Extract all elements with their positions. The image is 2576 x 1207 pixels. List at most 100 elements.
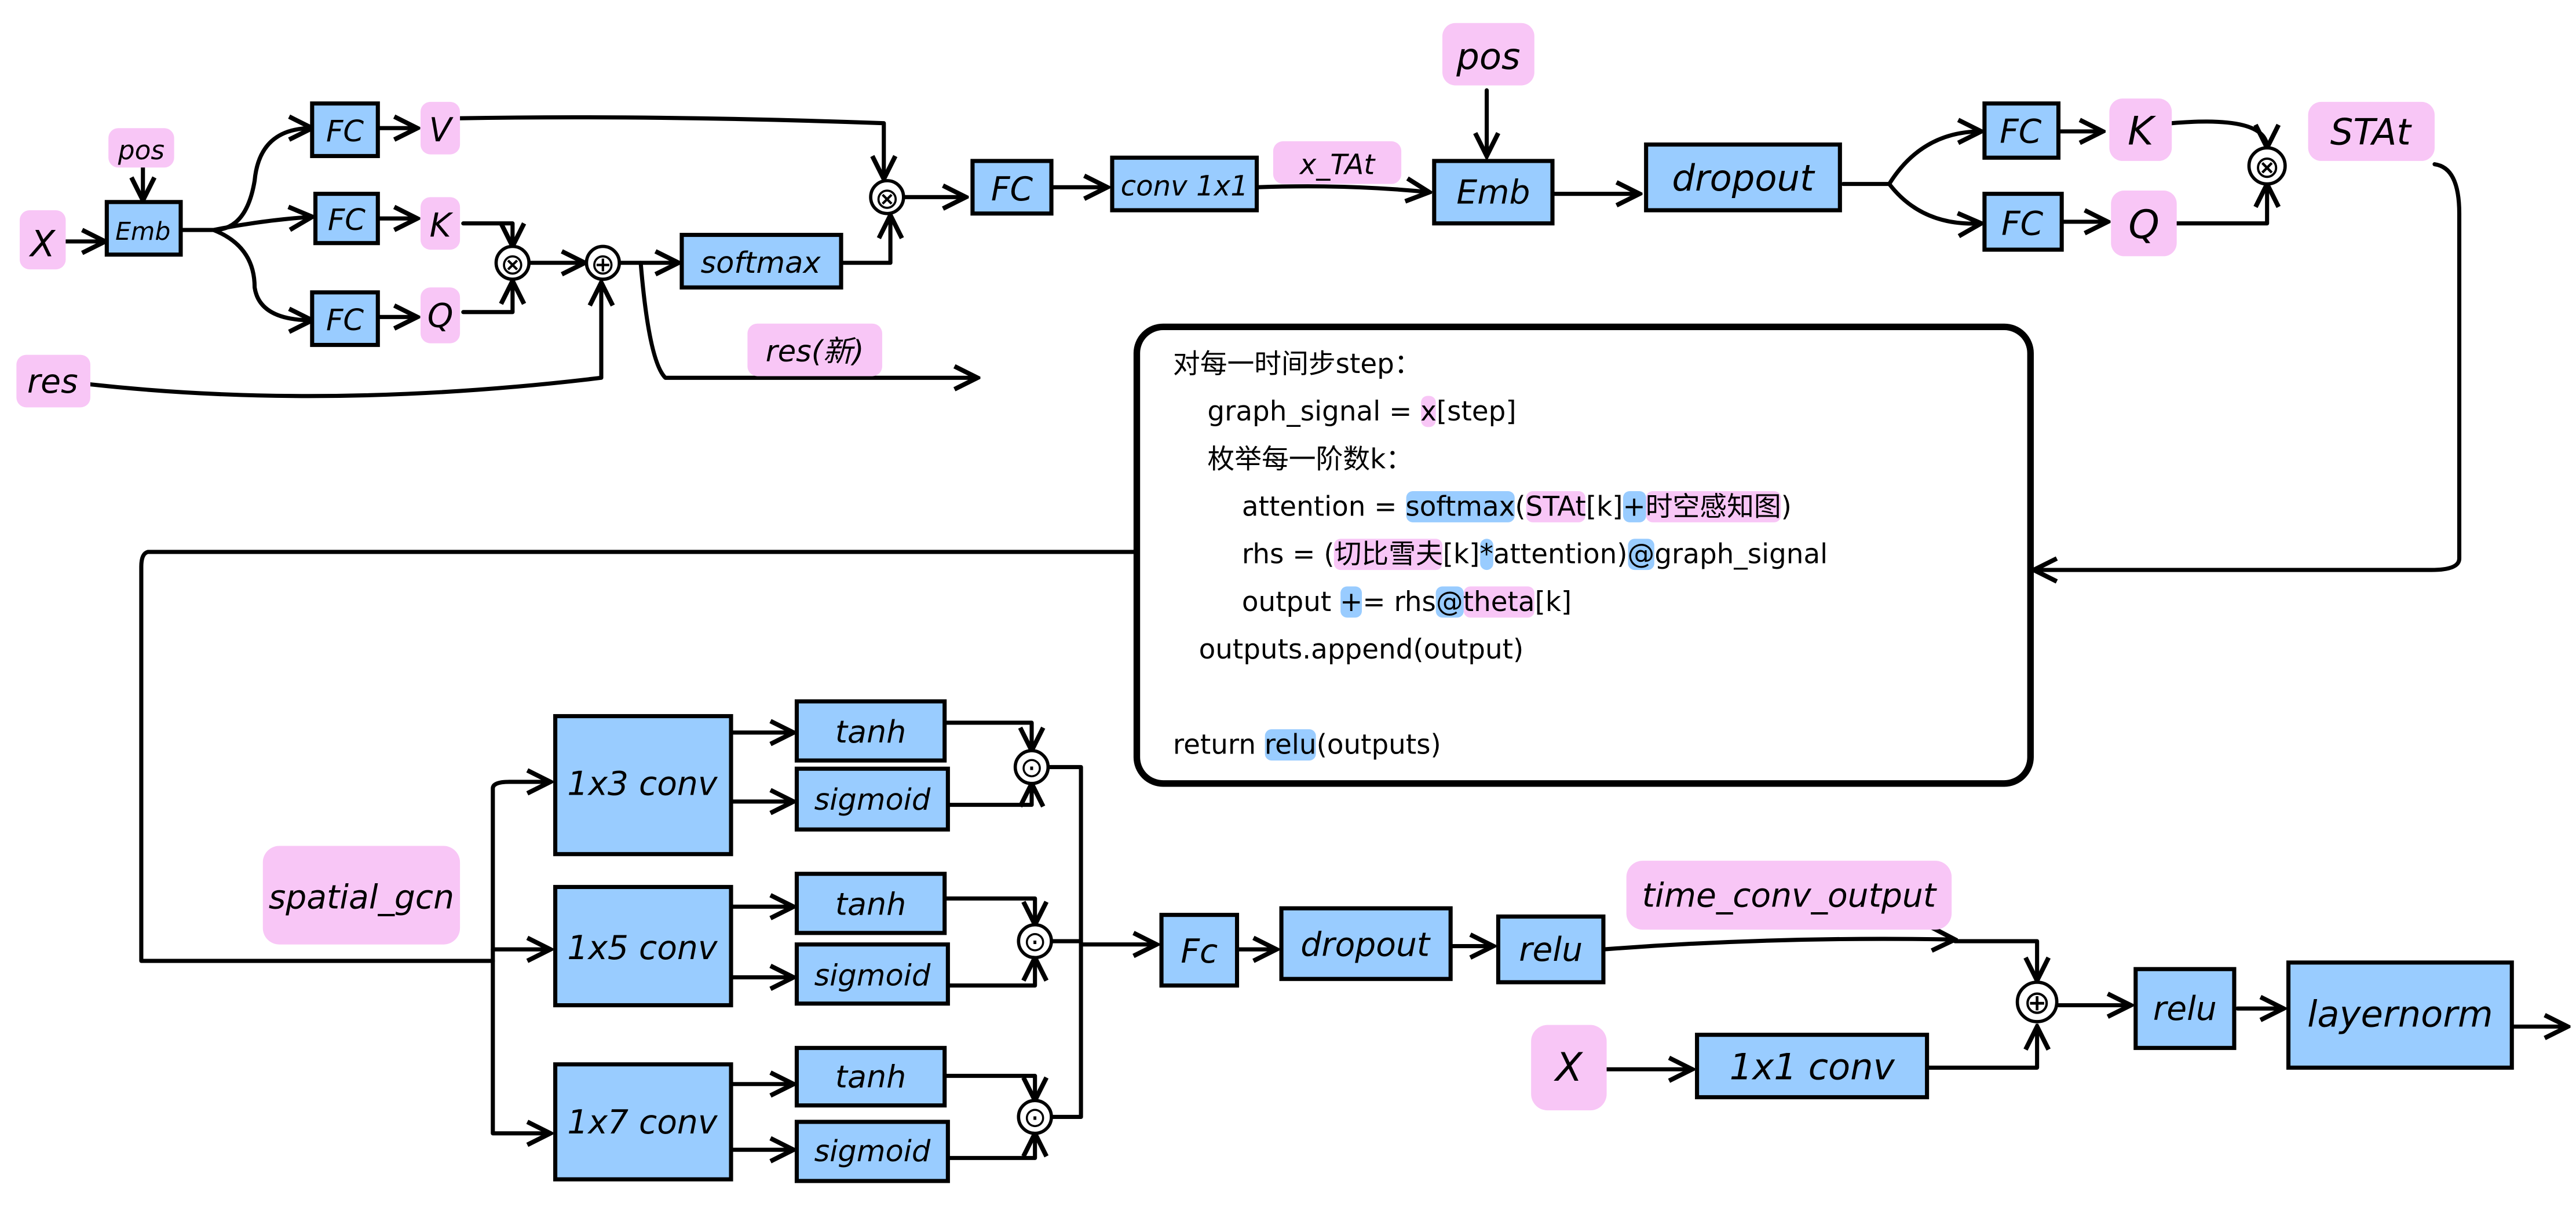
code-line-5: rhs = (切比雪夫[k]*attention)@graph_signal xyxy=(1173,531,2027,578)
conv-1x3-box: 1x3 conv xyxy=(553,714,733,857)
code-text: ( xyxy=(1515,491,1526,522)
svg-text:pos: pos xyxy=(118,135,165,166)
tanh-box-2: tanh xyxy=(794,872,947,935)
code-line-3: 枚举每一阶数k： xyxy=(1173,436,2027,483)
svg-text:K: K xyxy=(2128,109,2157,155)
code-text: output xyxy=(1241,586,1340,618)
add-op-1: ⊕ xyxy=(584,244,622,282)
code-highlight: theta xyxy=(1463,586,1535,618)
svg-text:sigmoid: sigmoid xyxy=(814,1135,931,1169)
code-highlight: x xyxy=(1420,396,1437,427)
svg-text:tanh: tanh xyxy=(835,886,906,923)
add-op-bottom: ⊕ xyxy=(2015,981,2059,1023)
svg-text:relu: relu xyxy=(2153,990,2217,1028)
svg-text:⊗: ⊗ xyxy=(2254,148,2280,185)
pseudocode-box: 对每一时间步step： graph_signal = x[step] 枚举每一阶… xyxy=(1133,323,2034,787)
svg-text:FC: FC xyxy=(326,303,364,338)
k-label-2: K xyxy=(2109,98,2172,161)
top-pipeline: X pos Emb FC FC FC V K Q ⊗ ⊕ softmax ⊗ r… xyxy=(16,23,2435,408)
svg-text:Emb: Emb xyxy=(115,218,170,246)
svg-text:1x3 conv: 1x3 conv xyxy=(567,765,718,803)
code-text: attention = xyxy=(1241,491,1406,522)
code-highlight: @ xyxy=(1435,586,1463,618)
code-text: [k] xyxy=(1534,586,1572,618)
svg-text:FC: FC xyxy=(326,115,364,149)
tanh-box-1: tanh xyxy=(794,699,947,763)
fc-v-box: FC xyxy=(310,101,380,158)
x-input-label: X xyxy=(20,210,66,270)
pos-label: pos xyxy=(108,128,174,168)
svg-text:time_conv_output: time_conv_output xyxy=(1642,876,1937,915)
svg-text:V: V xyxy=(429,111,454,149)
code-highlight: 切比雪夫 xyxy=(1334,539,1443,570)
pos-label-2: pos xyxy=(1442,23,1534,86)
q-label: Q xyxy=(421,287,461,343)
conv1x1-box: conv 1x1 xyxy=(1110,155,1259,213)
code-text: [k] xyxy=(1585,491,1623,522)
code-line-7: outputs.append(output) xyxy=(1173,626,2027,674)
sigmoid-box-3: sigmoid xyxy=(794,1120,950,1183)
svg-text:X: X xyxy=(28,222,56,265)
connectors xyxy=(60,88,2568,1158)
code-line-8: return relu(outputs) xyxy=(1173,721,2027,769)
hadamard-op-2: ⊙ xyxy=(1017,923,1053,960)
svg-text:sigmoid: sigmoid xyxy=(814,783,931,817)
svg-text:FC: FC xyxy=(328,203,366,237)
code-text: = rhs xyxy=(1362,586,1436,618)
bottom-pipeline: spatial_gcn 1x3 conv 1x5 conv 1x7 conv t… xyxy=(262,699,2514,1183)
svg-text:⊙: ⊙ xyxy=(1023,926,1046,958)
code-highlight: * xyxy=(1479,539,1493,570)
dropout-box: dropout xyxy=(1644,142,1842,213)
svg-text:dropout: dropout xyxy=(1672,157,1815,199)
fc-box-2: FC xyxy=(970,159,1054,216)
stat-label: STAt xyxy=(2308,101,2435,161)
svg-text:tanh: tanh xyxy=(835,714,906,750)
code-highlight: softmax xyxy=(1405,491,1515,522)
relu-box-2: relu xyxy=(2133,967,2237,1050)
svg-text:layernorm: layernorm xyxy=(2307,993,2493,1035)
code-text: graph_signal xyxy=(1654,539,1828,570)
code-text: return xyxy=(1172,729,1265,761)
softmax-box: softmax xyxy=(679,233,843,290)
svg-text:conv 1x1: conv 1x1 xyxy=(1121,170,1248,202)
res-label: res xyxy=(16,354,90,408)
code-text: attention) xyxy=(1493,539,1628,570)
code-line-6: output += rhs@theta[k] xyxy=(1173,578,2027,626)
v-label: V xyxy=(421,101,461,155)
multiply-op-1: ⊗ xyxy=(494,244,531,282)
svg-text:relu: relu xyxy=(1519,931,1583,969)
svg-text:res(新): res(新) xyxy=(766,335,864,369)
svg-text:X: X xyxy=(1554,1045,1583,1091)
code-blank-line xyxy=(1173,674,2027,721)
code-highlight: + xyxy=(1340,586,1363,618)
code-highlight: + xyxy=(1623,491,1646,522)
svg-text:Emb: Emb xyxy=(1456,174,1530,212)
svg-text:FC: FC xyxy=(2000,113,2042,151)
x-input-label-bottom: X xyxy=(1531,1025,1607,1111)
dropout-box-bottom: dropout xyxy=(1279,906,1453,981)
svg-text:STAt: STAt xyxy=(2330,111,2413,153)
tanh-box-3: tanh xyxy=(794,1045,947,1108)
svg-text:K: K xyxy=(429,206,453,244)
code-text: rhs = ( xyxy=(1241,539,1335,570)
svg-text:⊙: ⊙ xyxy=(1020,751,1043,784)
svg-text:⊙: ⊙ xyxy=(1023,1101,1046,1133)
svg-text:Q: Q xyxy=(427,297,454,335)
code-text: outputs.append(output) xyxy=(1199,634,1524,665)
fc-k-box: FC xyxy=(313,192,380,246)
hadamard-op-1: ⊙ xyxy=(1013,749,1050,785)
q-label-2: Q xyxy=(2111,190,2177,257)
spatial-gcn-label: spatial_gcn xyxy=(262,846,461,945)
fc-k-box-2: FC xyxy=(1982,101,2061,160)
svg-text:1x1 conv: 1x1 conv xyxy=(1730,1045,1895,1088)
emb-box: Emb xyxy=(104,200,183,257)
conv-1x1-box-bottom: 1x1 conv xyxy=(1695,1033,1930,1099)
fc-q-box: FC xyxy=(310,290,380,348)
svg-text:sigmoid: sigmoid xyxy=(814,959,931,993)
time-conv-output-label: time_conv_output xyxy=(1626,861,1952,930)
svg-text:FC: FC xyxy=(991,170,1033,209)
hadamard-op-3: ⊙ xyxy=(1017,1099,1053,1135)
svg-text:spatial_gcn: spatial_gcn xyxy=(269,878,454,916)
